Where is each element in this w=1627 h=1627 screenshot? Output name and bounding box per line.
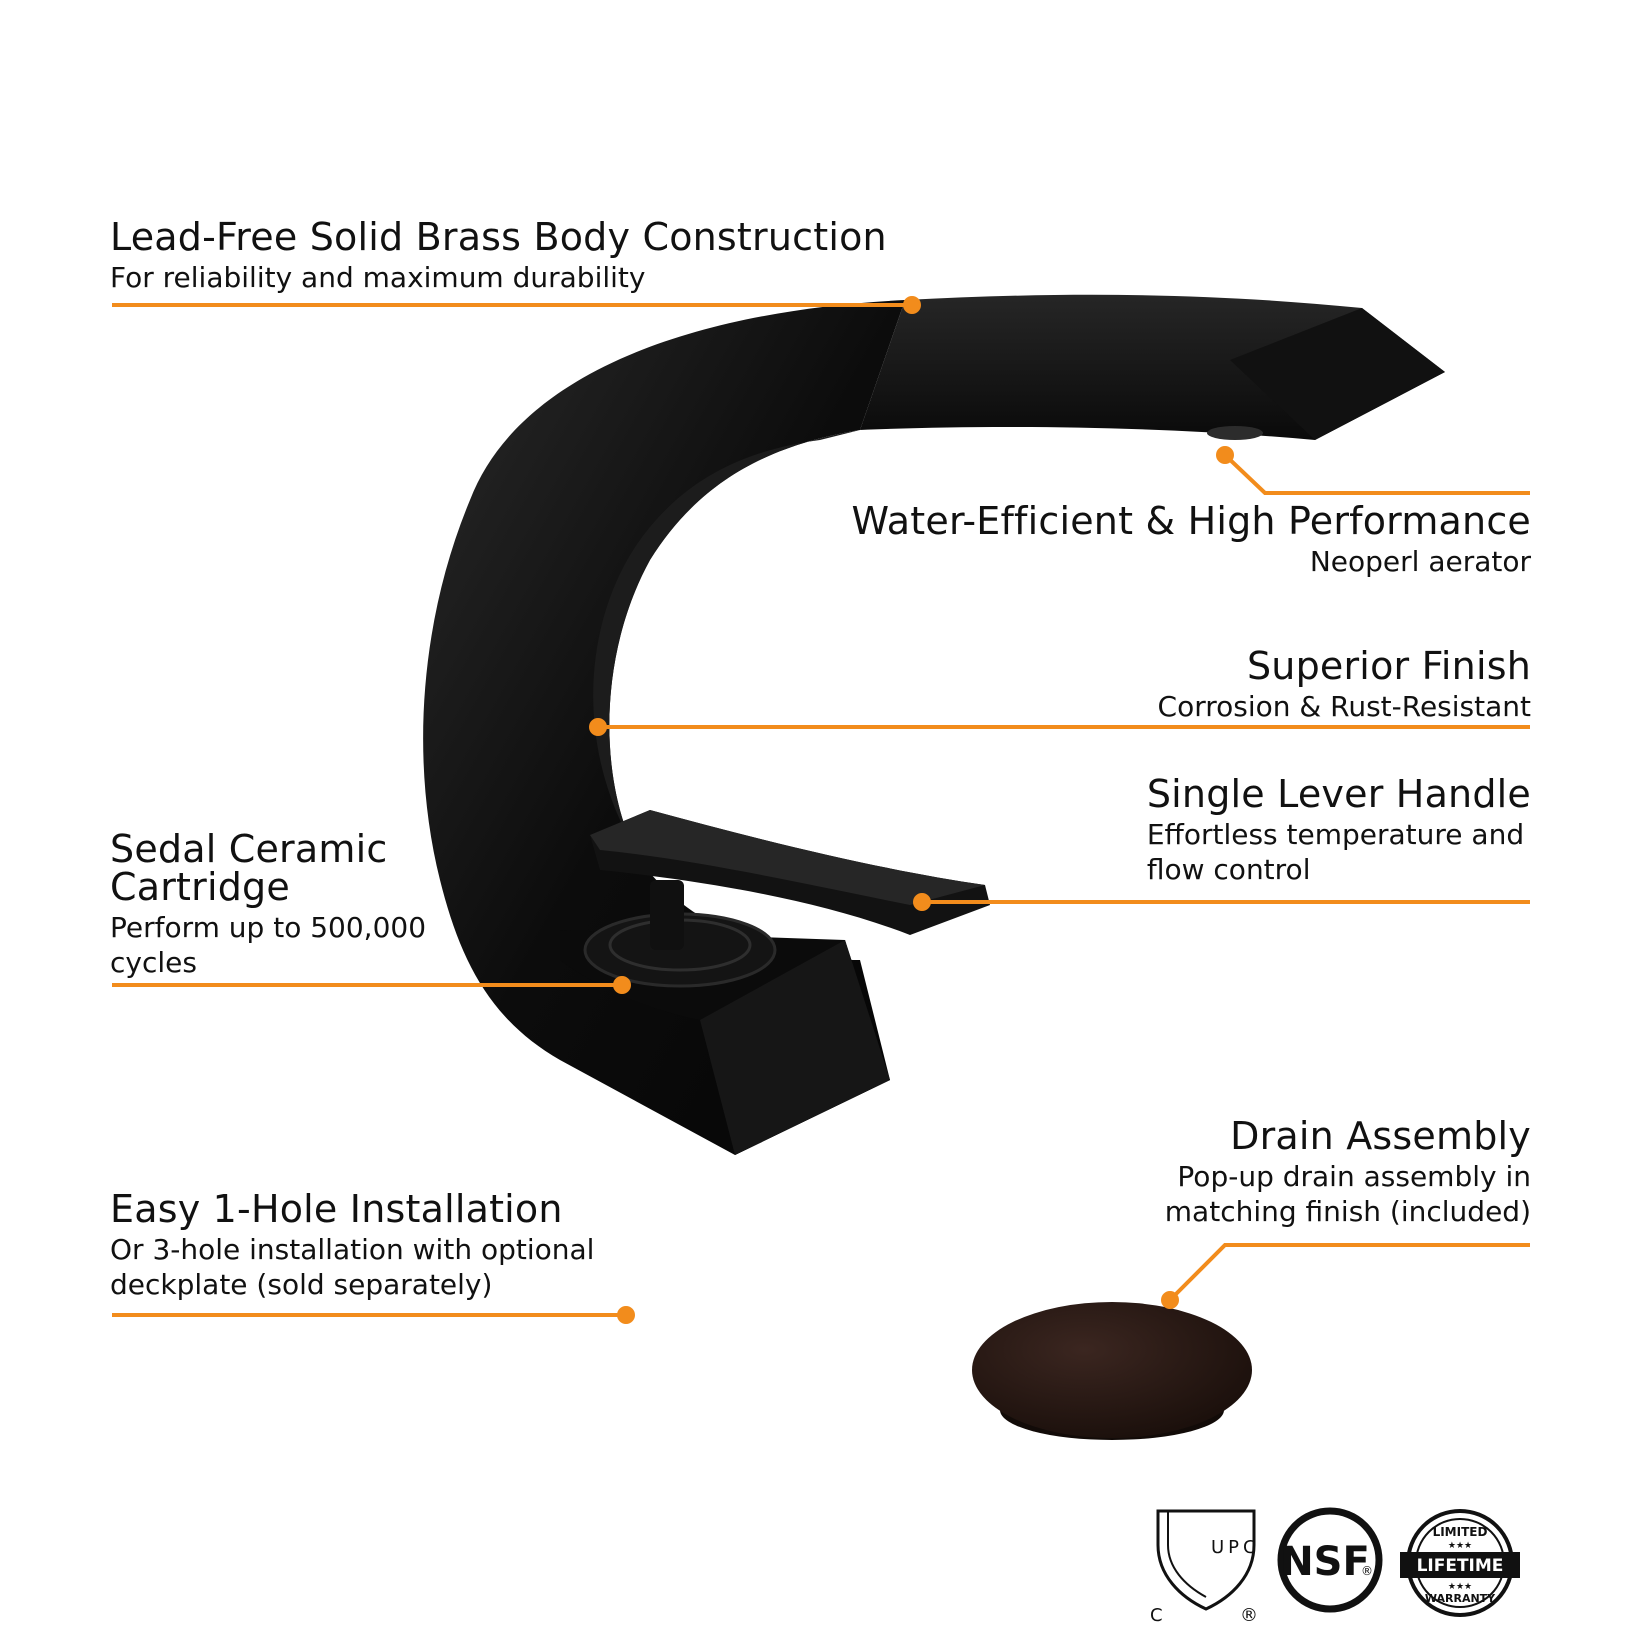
feature-body-subtitle: For reliability and maximum durability (110, 261, 646, 294)
warranty-bottom-text: WARRANTY (1425, 1592, 1496, 1605)
feature-cartridge-subtitle-line1: Perform up to 500,000 (110, 911, 427, 944)
feature-finish: Superior Finish Corrosion & Rust-Resista… (1158, 647, 1531, 724)
drain-cap (972, 1302, 1252, 1440)
feature-handle: Single Lever Handle Effortless temperatu… (1147, 775, 1531, 887)
feature-handle-subtitle-line1: Effortless temperature and (1146, 818, 1525, 851)
feature-installation-title: Easy 1-Hole Installation (110, 1187, 563, 1231)
feature-handle-title: Single Lever Handle (1146, 772, 1531, 816)
feature-cartridge-title-line1: Sedal Ceramic (110, 827, 388, 871)
nsf-circle-icon: NSF ® (1275, 1505, 1385, 1615)
upc-r-mark: ® (1240, 1605, 1258, 1623)
feature-finish-title: Superior Finish (1246, 644, 1531, 688)
leader-cartridge-dot (613, 976, 631, 994)
feature-body-title: Lead-Free Solid Brass Body Construction (110, 215, 887, 259)
feature-handle-subtitle-line2: flow control (1146, 853, 1311, 886)
drain-cap-top (972, 1302, 1252, 1438)
warranty-middle-text: LIFETIME (1417, 1556, 1504, 1576)
feature-installation: Easy 1-Hole Installation Or 3-hole insta… (110, 1190, 594, 1302)
faucet-base-front (700, 940, 890, 1155)
handle-stem (650, 880, 684, 950)
warranty-top-text: LIMITED (1433, 1525, 1488, 1539)
feature-cartridge: Sedal Ceramic Cartridge Perform up to 50… (110, 830, 426, 980)
upc-shield-icon: UPC C ® (1148, 1505, 1264, 1623)
feature-cartridge-subtitle-line2: cycles (110, 946, 197, 979)
warranty-stars-top: ★★★ (1448, 1541, 1472, 1551)
upc-mark: UPC (1211, 1537, 1260, 1558)
leader-lines (112, 296, 1530, 1324)
aerator (1207, 426, 1263, 440)
warranty-stars-bottom: ★★★ (1448, 1582, 1472, 1592)
leader-drain (1168, 1243, 1530, 1302)
faucet-spout-tip (1230, 308, 1445, 440)
leader-body-dot (903, 296, 921, 314)
feature-drain-subtitle-line1: Pop-up drain assembly in (1177, 1160, 1531, 1193)
faucet-arc-inner-face (593, 430, 860, 860)
leader-finish-dot (589, 718, 607, 736)
feature-installation-subtitle-line2: deckplate (sold separately) (110, 1268, 493, 1301)
nsf-r-mark: ® (1361, 1564, 1373, 1578)
feature-body: Lead-Free Solid Brass Body Construction … (110, 218, 887, 295)
nsf-mark: NSF (1280, 1539, 1370, 1585)
leader-installation-dot (617, 1306, 635, 1324)
feature-aerator: Water-Efficient & High Performance Neope… (851, 502, 1531, 579)
feature-drain: Drain Assembly Pop-up drain assembly in … (1165, 1117, 1531, 1229)
leader-aerator-dot (1216, 446, 1234, 464)
leader-aerator (1223, 453, 1530, 495)
handle-lever-top (590, 810, 985, 905)
feature-installation-subtitle-line1: Or 3-hole installation with optional (110, 1233, 595, 1266)
feature-aerator-title: Water-Efficient & High Performance (851, 499, 1531, 543)
feature-aerator-subtitle: Neoperl aerator (1309, 545, 1531, 578)
faucet-body (423, 294, 1445, 1155)
feature-finish-subtitle: Corrosion & Rust-Resistant (1157, 690, 1531, 723)
feature-drain-title: Drain Assembly (1230, 1114, 1531, 1158)
faucet-arc-outer (423, 300, 905, 1155)
upc-c-mark: C (1150, 1605, 1163, 1623)
warranty-seal-icon: LIMITED ★★★ LIFETIME ★★★ WARRANTY (1400, 1505, 1520, 1621)
leader-handle-dot (913, 893, 931, 911)
feature-drain-subtitle-line2: matching finish (included) (1164, 1195, 1531, 1228)
feature-cartridge-title-line2: Cartridge (110, 865, 290, 909)
leader-drain-dot (1161, 1291, 1179, 1309)
